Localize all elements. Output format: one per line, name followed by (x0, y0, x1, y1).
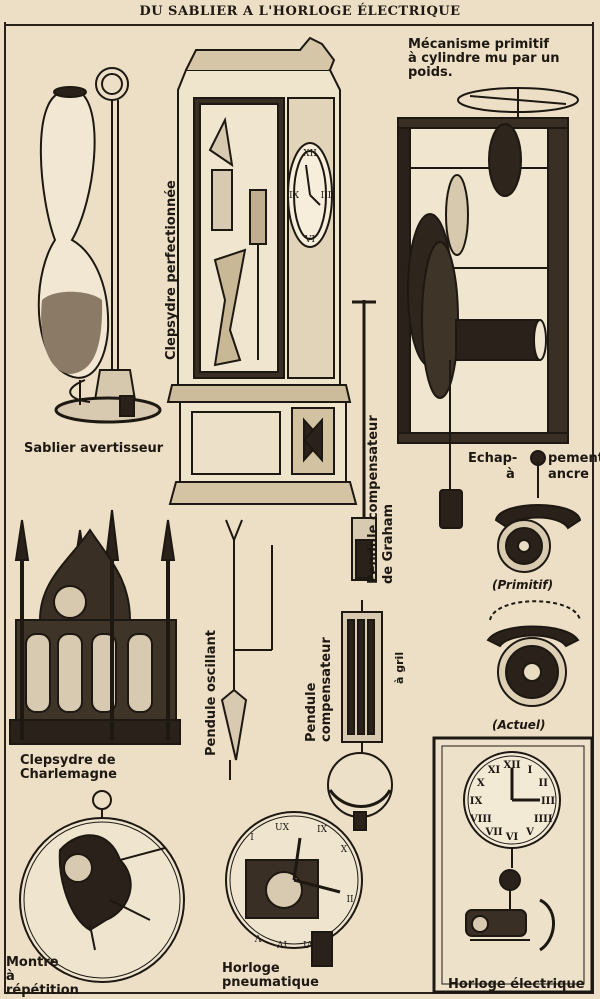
elec-numeral: III (541, 796, 555, 807)
oscillating-pendulum-illustration (220, 519, 273, 780)
elec-numeral: IX (470, 796, 483, 807)
elec-numeral: VI (505, 832, 519, 843)
caption-pendule-compensateur: Pendule compensateur (304, 637, 334, 742)
hourglass-illustration (37, 67, 162, 424)
caption-a-gril: à gril (393, 651, 406, 684)
caption-montre-repetition: Montre à répétition (6, 955, 79, 998)
title-rule (6, 24, 594, 26)
pneu-numeral: X (341, 845, 348, 855)
elec-numeral: XI (488, 765, 501, 776)
elec-numeral: V (525, 827, 534, 838)
pneu-numeral: Λ (254, 935, 262, 945)
elec-numeral: X (477, 778, 485, 789)
anchor-escapements-illustration (486, 450, 582, 707)
elec-numeral: XII (503, 760, 520, 771)
caption-echappements-1: Echap- (468, 451, 518, 466)
perf-numeral: IX (289, 191, 300, 201)
caption-echappements-3: à (506, 467, 515, 482)
pneu-numeral: IΙ (346, 895, 354, 905)
electric-clock-illustration (432, 736, 594, 994)
clepsydra-cabinet-illustration (166, 36, 358, 505)
pneu-numeral: UX (275, 823, 290, 833)
pneu-numeral: ΛΙ (276, 941, 287, 951)
caption-mecanisme-primitif: Mécanisme primitif à cylindre mu par un … (408, 37, 560, 80)
pneumatic-clock-illustration (225, 811, 363, 967)
gridiron-pendulum-illustration (327, 600, 393, 831)
repeater-watch-illustration (19, 790, 185, 983)
caption-primitif: (Primitif) (492, 578, 554, 592)
caption-actuel: (Actuel) (492, 718, 546, 732)
elec-numeral: VII (484, 827, 502, 838)
page-frame (4, 22, 594, 994)
caption-charlemagne: Clepsydre de Charlemagne (20, 753, 117, 782)
caption-pendule-oscillant: Pendule oscillant (204, 630, 219, 756)
perf-numeral: VI (304, 235, 315, 245)
primitive-mechanism-illustration (397, 87, 579, 529)
elec-numeral: II (539, 778, 549, 789)
pneu-numeral: IΛ (303, 941, 314, 951)
elec-numeral: I (528, 765, 533, 776)
caption-echappements-2: pements (548, 451, 600, 466)
caption-graham: Pendule compensateur de Graham (366, 415, 396, 584)
caption-echappements-4: ancre (548, 467, 589, 482)
page-title: DU SABLIER A L'HORLOGE ÉLECTRIQUE (139, 4, 461, 19)
pneu-numeral: I (250, 833, 254, 843)
caption-horloge-electrique: Horloge électrique (448, 977, 585, 992)
caption-sablier: Sablier avertisseur (24, 441, 164, 456)
charlemagne-clepsydra-illustration (9, 509, 181, 745)
perf-numeral: XII (303, 149, 317, 159)
caption-horloge-pneumatique: Horloge pneumatique (222, 961, 319, 990)
caption-clepsydre-perfectionnee: Clepsydre perfectionnée (164, 180, 179, 360)
perf-numeral: III (321, 191, 332, 201)
pneu-numeral: IX (317, 825, 328, 835)
graham-pendulum-illustration (351, 300, 377, 581)
elec-numeral: IIII (534, 814, 553, 825)
elec-numeral: VIII (469, 814, 492, 825)
